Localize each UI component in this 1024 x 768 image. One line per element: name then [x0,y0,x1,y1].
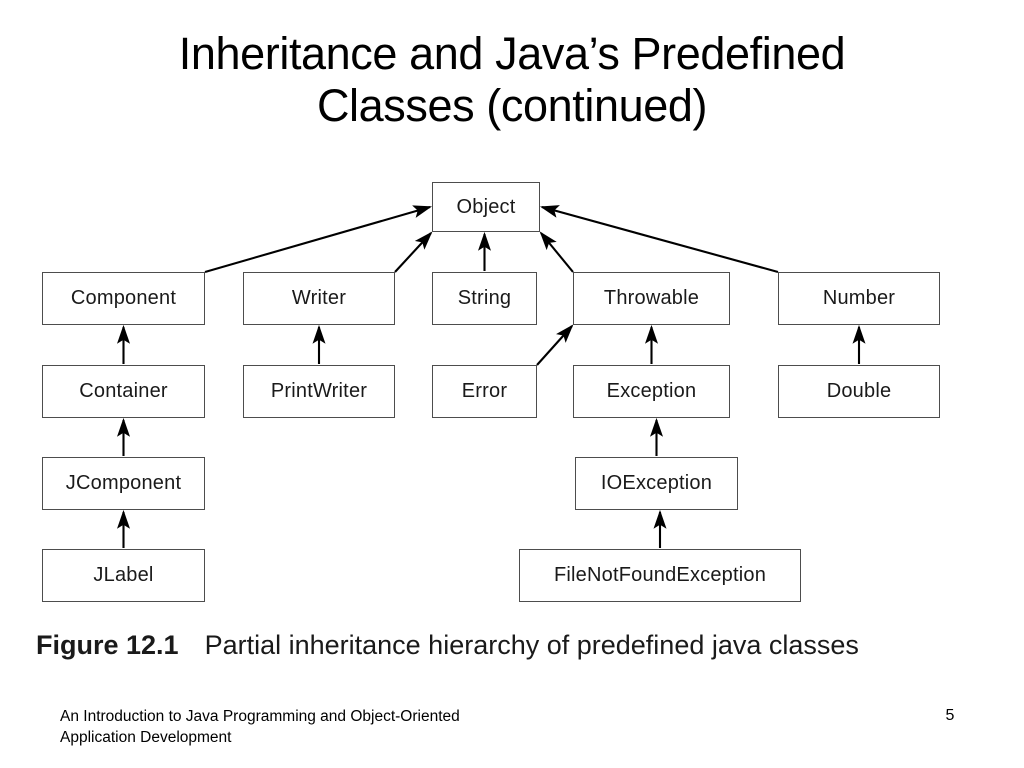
class-box-jlabel: JLabel [42,549,205,602]
edge-error-to-throwable [536,324,574,366]
class-box-label: IOException [600,472,713,494]
slide-footer-line-1: An Introduction to Java Programming and … [60,708,460,725]
class-box-label: Component [70,287,177,309]
class-box-string: String [432,272,537,325]
figure-caption-text: Partial inheritance hierarchy of predefi… [204,630,859,660]
class-box-object: Object [432,182,540,232]
class-box-ioexception: IOException [575,457,738,510]
class-box-writer: Writer [243,272,395,325]
class-box-label: FileNotFoundException [553,564,767,586]
edge-component-to-object [204,205,433,274]
class-box-label: Container [79,380,168,402]
class-box-label: Throwable [603,287,700,309]
class-box-throwable: Throwable [573,272,730,325]
class-box-component: Component [42,272,205,325]
class-box-number: Number [778,272,940,325]
slide-footer: An Introduction to Java Programming and … [60,706,680,748]
class-box-label: PrintWriter [270,380,368,402]
class-box-exception: Exception [573,365,730,418]
slide-title: Inheritance and Java’s Predefined Classe… [62,28,962,132]
class-box-label: JLabel [93,564,154,586]
class-box-container: Container [42,365,205,418]
class-box-label: Error [461,380,508,402]
slide-footer-line-2: Application Development [60,729,232,746]
class-box-printwriter: PrintWriter [243,365,395,418]
edge-writer-to-object [394,231,433,273]
class-box-label: Writer [291,287,347,309]
class-box-label: String [457,287,512,309]
class-box-label: JComponent [65,472,182,494]
class-box-jcomponent: JComponent [42,457,205,510]
edge-number-to-object [539,205,779,274]
figure-caption-label: Figure 12.1 [36,630,179,660]
slide-title-line-1: Inheritance and Java’s Predefined [178,28,846,79]
class-box-label: Object [456,195,516,218]
edge-throwable-to-object [539,231,574,273]
class-box-double: Double [778,365,940,418]
class-box-label: Double [826,380,892,402]
figure-caption: Figure 12.1 Partial inheritance hierarchy… [36,630,1011,670]
class-box-error: Error [432,365,537,418]
class-box-filenotfoundexception: FileNotFoundException [519,549,801,602]
class-box-label: Exception [606,380,697,402]
class-box-label: Number [822,287,896,309]
slide-page-number: 5 [945,707,955,724]
slide-title-line-2: Classes (continued) [316,80,708,131]
